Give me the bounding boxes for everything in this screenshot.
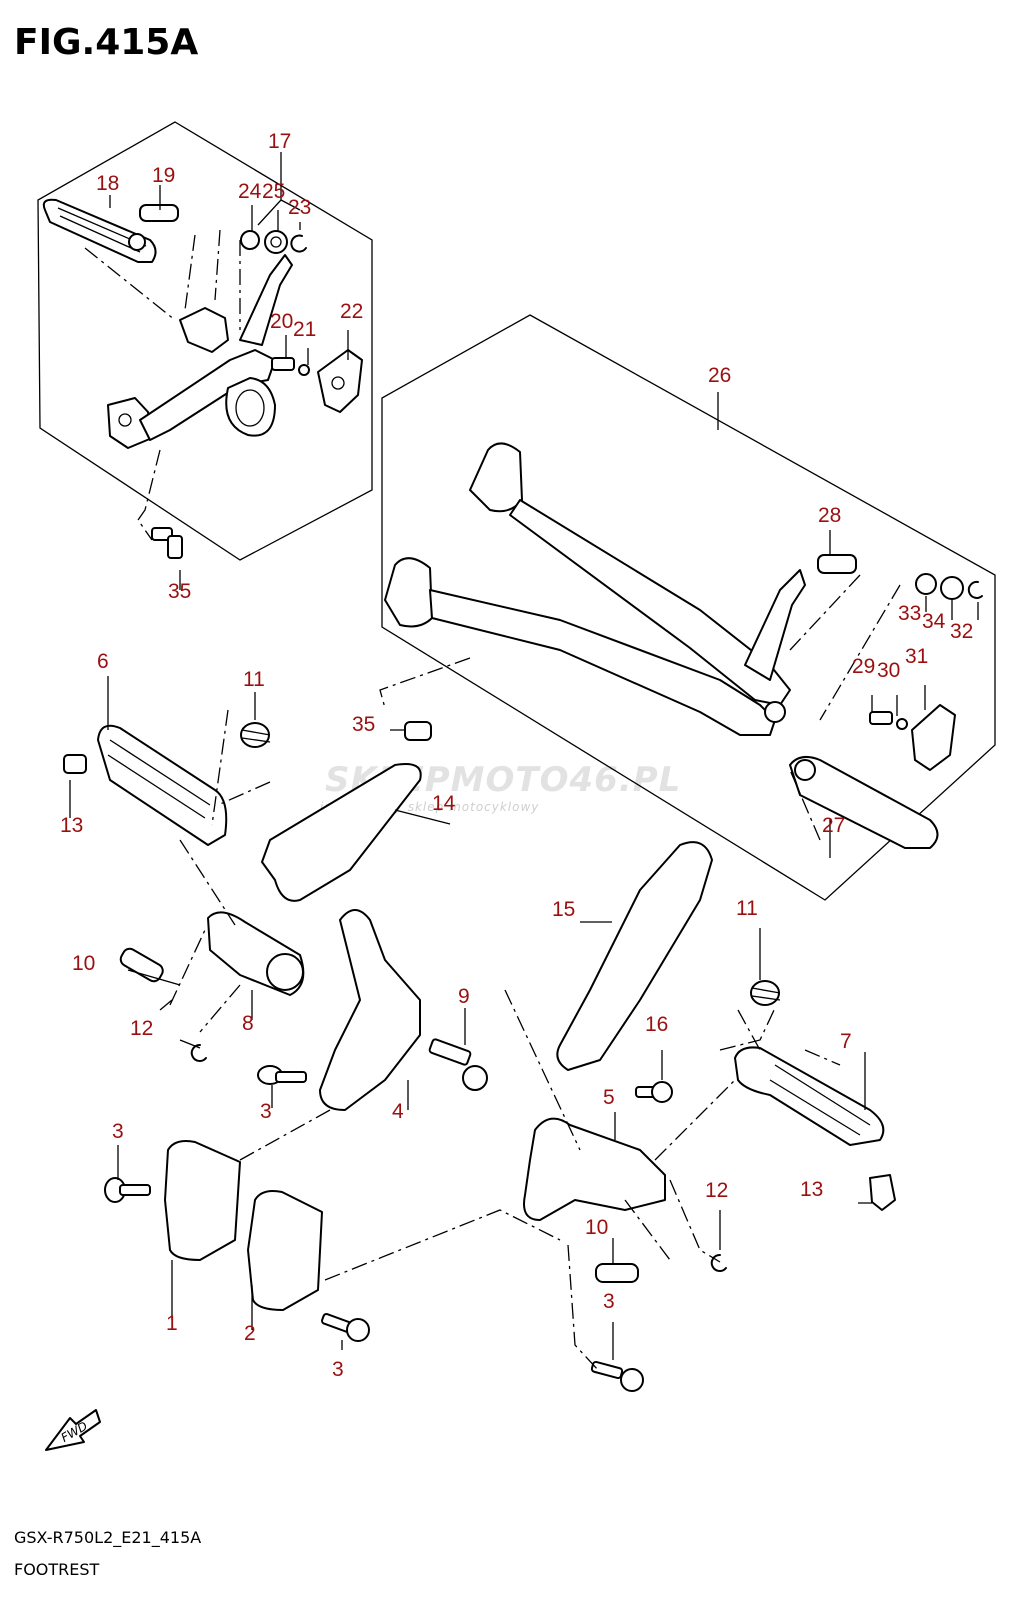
callout-24: 24 (238, 180, 262, 203)
heel-guard-15 (556, 841, 713, 1071)
ring-24 (240, 230, 260, 250)
spring-20 (271, 357, 295, 371)
callout-3: 3 (603, 1290, 615, 1313)
heel-guard-14 (261, 763, 422, 902)
washer-25-hole (270, 236, 282, 248)
callout-23: 23 (288, 196, 311, 219)
callout-30: 30 (877, 659, 900, 682)
callout-13: 13 (800, 1178, 823, 1201)
callout-1: 1 (166, 1312, 178, 1335)
bracket-5 (523, 1117, 666, 1221)
callout-34: 34 (922, 610, 946, 633)
stud-13-right (869, 1174, 896, 1211)
callout-18: 18 (96, 172, 119, 195)
spring-11-left (240, 722, 271, 748)
pin-19 (139, 204, 179, 222)
callout-21: 21 (293, 318, 316, 341)
callout-33: 33 (898, 602, 921, 625)
callout-5: 5 (603, 1086, 615, 1109)
callout-22: 22 (340, 300, 363, 323)
callout-31: 31 (905, 645, 928, 668)
clip-12-right (710, 1253, 727, 1272)
washer-34 (940, 576, 964, 600)
plate-31 (911, 704, 956, 771)
assembly-line (504, 989, 841, 1371)
bolt-35-lower (404, 721, 432, 741)
assembly-line (84, 229, 241, 541)
spring-29 (869, 711, 893, 725)
pivot-8 (207, 911, 305, 996)
clip-32 (967, 580, 983, 599)
plate-22 (317, 349, 363, 413)
fwd-arrow-icon: FWD (45, 1409, 101, 1451)
figure-title: FIG.415A (14, 22, 199, 63)
washer-25 (264, 230, 288, 254)
clip-23 (290, 234, 307, 253)
bracket-17 (107, 254, 293, 449)
callout-16: 16 (645, 1013, 668, 1036)
bolt-3-d (590, 1360, 644, 1392)
callout-19: 19 (152, 164, 175, 187)
callout-12: 12 (705, 1179, 728, 1202)
footpeg-18 (42, 198, 157, 263)
assembly-line (159, 709, 561, 1281)
footpeg-27 (789, 755, 939, 849)
callout-12: 12 (130, 1017, 153, 1040)
bracket-4 (319, 909, 421, 1111)
footpeg-6 (97, 724, 228, 846)
bolt-16 (635, 1081, 673, 1103)
pin-10-right (595, 1263, 639, 1283)
callout-29: 29 (852, 655, 875, 678)
callout-35: 35 (168, 580, 191, 603)
callout-27: 27 (822, 814, 845, 837)
callout-3: 3 (260, 1100, 272, 1123)
bolt-35-upper (151, 527, 183, 559)
callout-35: 35 (352, 713, 375, 736)
callout-2: 2 (244, 1322, 256, 1345)
model-code: GSX-R750L2_E21_415A (14, 1528, 202, 1547)
pin-28 (817, 554, 857, 574)
bolt-9 (428, 1038, 488, 1091)
callout-26: 26 (708, 364, 731, 387)
plate-1 (164, 1140, 241, 1261)
plate-2 (247, 1190, 323, 1311)
rear-bracket-26 (384, 442, 806, 736)
callout-11: 11 (243, 668, 265, 691)
stud-13-left (63, 754, 87, 774)
callout-20: 20 (270, 310, 293, 333)
callout-15: 15 (552, 898, 575, 921)
callout-28: 28 (818, 504, 841, 527)
callout-14: 14 (432, 792, 456, 815)
callout-3: 3 (332, 1358, 344, 1381)
callout-9: 9 (458, 985, 470, 1008)
bolt-3-c (321, 1313, 370, 1342)
figure-name: FOOTREST (14, 1560, 100, 1579)
callout-10: 10 (585, 1216, 608, 1239)
callout-10: 10 (72, 952, 95, 975)
ball-21 (298, 364, 310, 376)
footpeg-7 (734, 1046, 885, 1146)
callout-25: 25 (262, 180, 285, 203)
callout-11: 11 (736, 897, 758, 920)
callout-32: 32 (950, 620, 973, 643)
assembly-box-26 (381, 314, 996, 901)
assembly-line (379, 574, 901, 841)
ring-33 (915, 573, 937, 595)
spring-11-right (750, 980, 781, 1006)
callout-4: 4 (392, 1100, 404, 1123)
callout-7: 7 (840, 1030, 852, 1053)
ball-30 (896, 718, 908, 730)
callout-13: 13 (60, 814, 83, 837)
bolt-3-a (257, 1065, 307, 1085)
callout-3: 3 (112, 1120, 124, 1143)
callout-17: 17 (268, 130, 291, 153)
callout-8: 8 (242, 1012, 254, 1035)
callout-6: 6 (97, 650, 109, 673)
assembly-box-17 (37, 121, 373, 561)
bolt-3-b (104, 1177, 151, 1203)
